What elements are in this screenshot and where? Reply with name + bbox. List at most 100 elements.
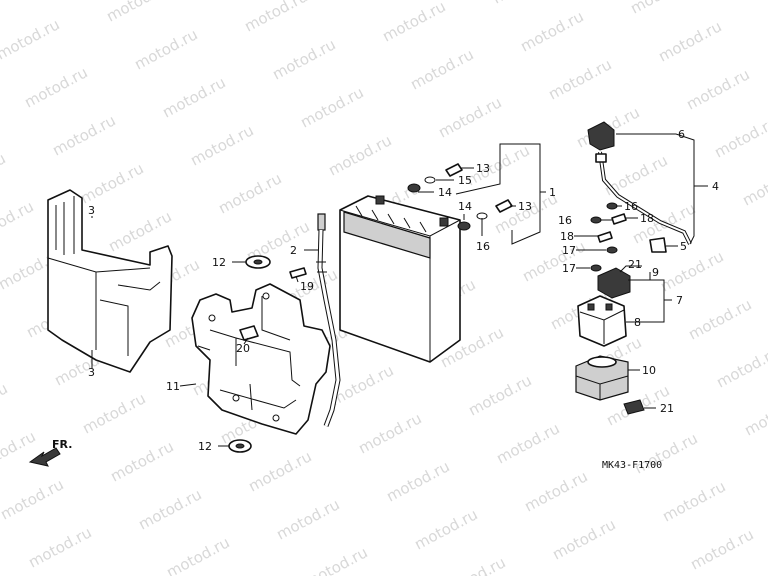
watermark-text: motod.ru (355, 409, 424, 457)
watermark-text: motod.ru (131, 25, 200, 73)
nut-17-a (606, 246, 618, 254)
watermark-text: motod.ru (407, 45, 476, 93)
watermark-text: motod.ru (301, 543, 370, 576)
callout-21-upper: 21 (628, 258, 642, 271)
callout-14-upper: 14 (438, 186, 452, 199)
watermark-text: motod.ru (439, 553, 508, 576)
callout-12-upper: 12 (212, 256, 226, 269)
watermark-text: motod.ru (739, 161, 768, 209)
callout-3b: 3 (88, 366, 95, 379)
watermark-text: motod.ru (241, 0, 310, 36)
watermark-text: motod.ru (135, 485, 204, 533)
watermark-text: motod.ru (0, 0, 35, 16)
watermark-text: motod.ru (549, 515, 618, 563)
washer-16-right-a (606, 202, 618, 210)
front-direction-indicator: FR. (28, 438, 72, 467)
battery-cable (587, 121, 692, 253)
callout-13-lower: 13 (518, 200, 532, 213)
watermark-text: motod.ru (159, 73, 228, 121)
watermark-text: motod.ru (103, 0, 172, 26)
watermark-text: motod.ru (741, 391, 768, 439)
callout-17-upper: 17 (562, 244, 576, 257)
callout-6: 6 (678, 128, 685, 141)
relay-cover-10 (575, 355, 629, 401)
watermark-text: motod.ru (187, 121, 256, 169)
starter-relay-8 (577, 295, 627, 347)
grommet-12-lower (228, 439, 252, 453)
watermark-text: motod.ru (687, 525, 756, 573)
callout-18-upper: 18 (640, 212, 654, 225)
breather-tube (316, 213, 341, 427)
watermark-text: motod.ru (435, 93, 504, 141)
callout-13-upper: 13 (476, 162, 490, 175)
fuse-21-lower (623, 399, 645, 415)
callout-5: 5 (680, 240, 687, 253)
battery-cover (47, 189, 173, 373)
terminal-nut-14a (407, 183, 421, 193)
bolt-20 (239, 325, 259, 341)
direction-label: FR. (52, 438, 72, 451)
watermark-text: motod.ru (521, 467, 590, 515)
watermark-text: motod.ru (79, 389, 148, 437)
watermark-text: motod.ru (21, 63, 90, 111)
terminal-nut-14b (457, 221, 471, 231)
callout-11: 11 (166, 380, 180, 393)
watermark-text: motod.ru (655, 17, 724, 65)
watermark-text: motod.ru (517, 7, 586, 55)
callout-7: 7 (676, 294, 683, 307)
watermark-text: motod.ru (0, 379, 11, 427)
watermark-text: motod.ru (713, 343, 768, 391)
watermark-text: motod.ru (25, 523, 94, 571)
watermark-text: motod.ru (297, 83, 366, 131)
watermark-text: motod.ru (463, 141, 532, 189)
callout-20: 20 (236, 342, 250, 355)
callout-12-lower: 12 (198, 440, 212, 453)
watermark-text: motod.ru (77, 159, 146, 207)
callout-19: 19 (300, 280, 314, 293)
battery-holder-frame (191, 283, 331, 435)
callout-16-right-lower: 16 (558, 214, 572, 227)
leader-lines (91, 133, 708, 447)
bolt-18-b (597, 231, 613, 243)
terminal-bolt-13a (445, 163, 463, 177)
watermark-text: motod.ru (0, 427, 39, 475)
watermark-text: motod.ru (601, 151, 670, 199)
watermark-text: motod.ru (0, 15, 63, 63)
callout-17-lower: 17 (562, 262, 576, 275)
callout-14-lower: 14 (458, 200, 472, 213)
watermark-text: motod.ru (273, 495, 342, 543)
callout-labels: 1 2 3 3 4 5 6 7 8 9 10 11 12 12 13 13 14… (88, 128, 719, 453)
watermark-text: motod.ru (465, 371, 534, 419)
washer-15 (424, 176, 436, 184)
callout-10: 10 (642, 364, 656, 377)
watermark-text: motod.ru (49, 111, 118, 159)
watermark-text: motod.ru (245, 447, 314, 495)
watermark-text: motod.ru (0, 475, 67, 523)
watermark-text: motod.ru (685, 295, 754, 343)
watermark-text: motod.ru (493, 419, 562, 467)
watermark-text: motod.ru (657, 247, 726, 295)
grommet-12-upper (245, 255, 271, 269)
arrow-icon (28, 447, 61, 467)
watermark-text: motod.ru (0, 197, 37, 245)
watermark-text: motod.ru (107, 437, 176, 485)
callout-21-lower: 21 (660, 402, 674, 415)
callout-8: 8 (634, 316, 641, 329)
callout-16-left: 16 (476, 240, 490, 253)
callout-16-right-upper: 16 (624, 200, 638, 213)
watermark-text: motod.ru (325, 131, 394, 179)
watermark-text: motod.ru (545, 55, 614, 103)
callout-18-lower: 18 (560, 230, 574, 243)
terminal-bolt-13b (495, 199, 513, 213)
watermark-text: motod.ru (411, 505, 480, 553)
nut-17-b (590, 264, 602, 272)
diagram-code: MK43-F1700 (602, 460, 662, 471)
callout-4: 4 (712, 180, 719, 193)
bolt-18-a (611, 213, 627, 225)
relay-cap-9 (597, 267, 631, 299)
callout-9: 9 (652, 266, 659, 279)
watermark-text: motod.ru (519, 237, 588, 285)
watermark-text: motod.ru (659, 477, 728, 525)
watermark-text: motod.ru (0, 149, 9, 197)
